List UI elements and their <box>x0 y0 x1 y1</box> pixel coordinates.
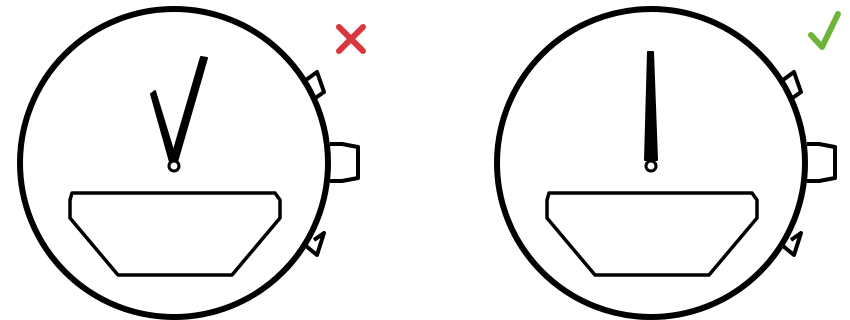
hands-aligned <box>644 51 658 173</box>
watch-incorrect-buttons <box>304 70 360 257</box>
hand-pivot <box>644 159 658 173</box>
watch-correct <box>494 6 841 320</box>
hand-pivot <box>167 159 181 173</box>
top-pusher <box>304 70 326 101</box>
cross-icon <box>336 24 366 54</box>
check-icon <box>808 11 841 50</box>
display-window <box>68 191 282 277</box>
hands-misaligned <box>150 56 208 173</box>
top-pusher <box>781 70 803 101</box>
bottom-pusher <box>781 231 803 257</box>
bottom-pusher <box>304 231 326 257</box>
crown <box>330 142 360 183</box>
watch-incorrect <box>17 6 366 320</box>
hand-aligned <box>644 51 658 161</box>
display-window <box>545 191 759 277</box>
watch-correct-buttons <box>781 70 837 257</box>
crown <box>807 142 837 183</box>
